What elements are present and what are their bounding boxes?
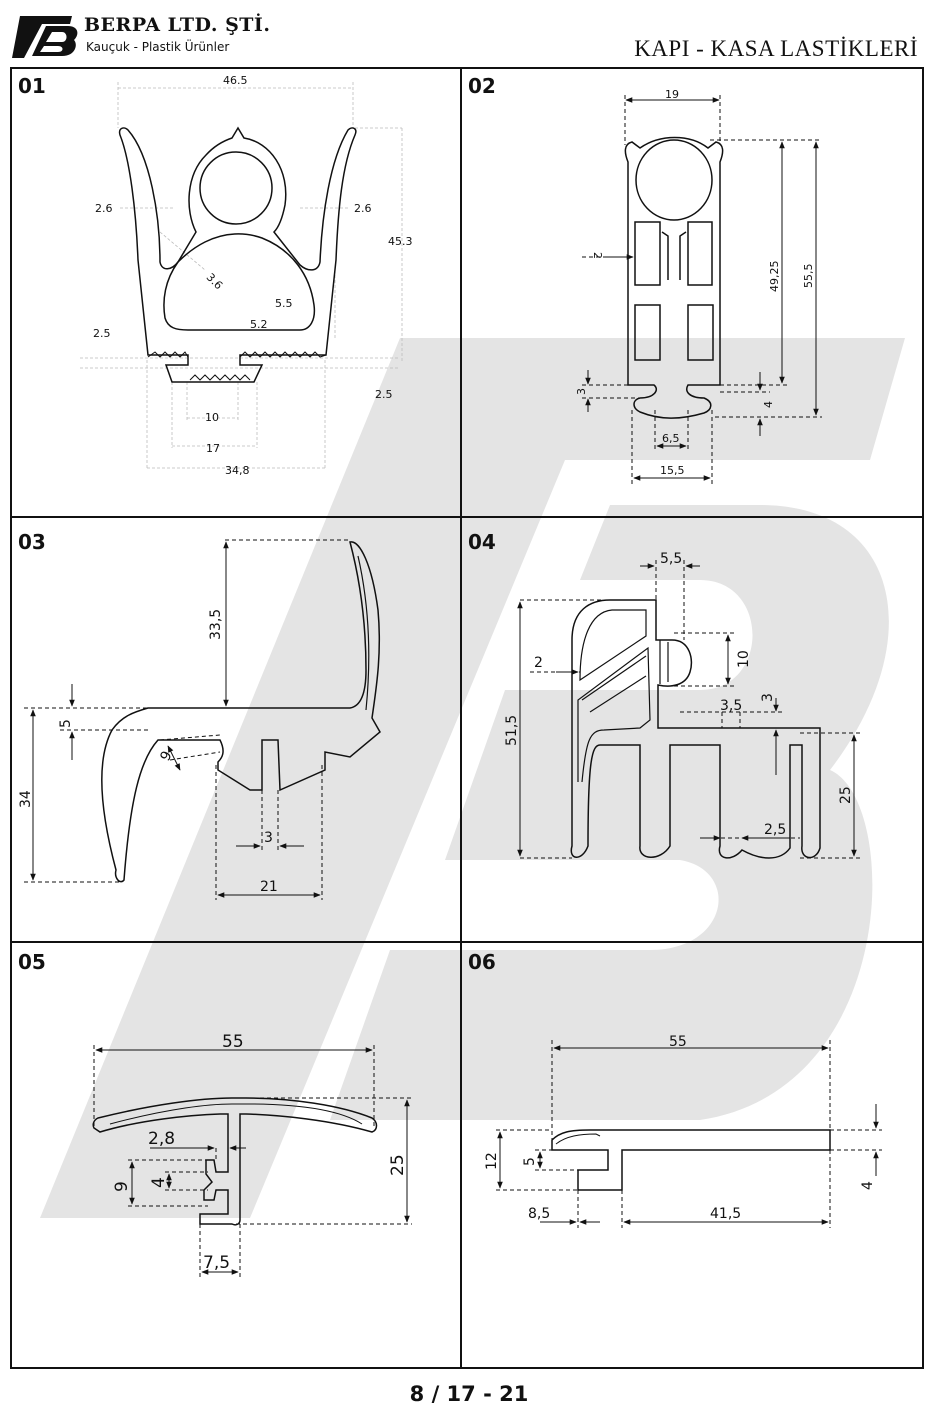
dimension-label: 34,8 xyxy=(225,464,250,477)
dimension-label: 10 xyxy=(736,650,752,668)
dimension-label: 33,5 xyxy=(208,609,224,640)
dimension-label: 3 xyxy=(264,830,273,846)
company-name: BERPA LTD. ŞTİ. xyxy=(84,14,271,36)
dimension-label: 2.6 xyxy=(95,202,113,215)
page-number: 8 / 17 - 21 xyxy=(409,1382,529,1406)
dimension-label: 7,5 xyxy=(203,1253,230,1273)
dimension-label: 5 xyxy=(58,719,74,728)
profile-01-drawing: 46.5 45.3 2.6 2.6 3.6 5.5 5.2 2.5 2.5 10… xyxy=(80,74,413,477)
dimension-label: 2,5 xyxy=(764,822,786,838)
dimension-label: 2.5 xyxy=(375,388,393,401)
panel-number: 02 xyxy=(468,74,496,98)
dimension-label: 25 xyxy=(388,1154,408,1176)
dimension-label: 2 xyxy=(534,655,543,671)
dimension-label: 49,25 xyxy=(768,261,781,293)
dimension-label: 9 xyxy=(157,748,175,763)
dimension-label: 4 xyxy=(860,1181,876,1190)
dimension-label: 3 xyxy=(760,693,776,702)
panel-number: 06 xyxy=(468,950,496,974)
dimension-label: 51,5 xyxy=(504,715,520,746)
dimension-label: 55 xyxy=(222,1032,244,1052)
dimension-label: 10 xyxy=(205,411,219,424)
profile-03-drawing: 33,5 5 34 9 3 21 xyxy=(18,539,381,900)
dimension-label: 41,5 xyxy=(710,1206,741,1222)
dimension-label: 3 xyxy=(575,388,588,395)
dimension-label: 5.5 xyxy=(275,297,293,310)
dimension-label: 5.2 xyxy=(250,318,268,331)
panel-number: 04 xyxy=(468,530,496,554)
panel-number: 03 xyxy=(18,530,46,554)
dimension-label: 2.6 xyxy=(354,202,372,215)
dimension-label: 45.3 xyxy=(388,235,413,248)
dimension-label: 4 xyxy=(762,401,775,408)
profile-02-drawing: 19 49,25 55,5 2 3 4 6,5 15,5 xyxy=(575,88,822,485)
dimension-label: 9 xyxy=(112,1181,132,1192)
dimension-label: 34 xyxy=(18,790,34,808)
profile-06-drawing: 55 12 5 4 8,5 41,5 xyxy=(484,1034,882,1228)
dimension-label: 55,5 xyxy=(802,264,815,289)
berpa-logo-icon xyxy=(12,16,78,58)
dimension-label: 19 xyxy=(665,88,679,101)
dimension-label: 3,5 xyxy=(720,698,742,714)
dimension-label: 5,5 xyxy=(660,551,682,567)
dimension-label: 17 xyxy=(206,442,220,455)
company-tagline: Kauçuk - Plastik Ürünler xyxy=(86,40,230,54)
dimension-label: 8,5 xyxy=(528,1206,550,1222)
panel-number: 05 xyxy=(18,950,46,974)
dimension-label: 2 xyxy=(591,252,604,259)
dimension-label: 2,8 xyxy=(148,1129,175,1149)
dimension-label: 2.5 xyxy=(93,327,111,340)
dimension-label: 21 xyxy=(260,879,278,895)
dimension-label: 6,5 xyxy=(662,432,680,445)
dimension-label: 3.6 xyxy=(204,271,226,293)
dimension-label: 55 xyxy=(669,1034,687,1050)
dimension-label: 4 xyxy=(149,1177,169,1188)
dimension-label: 46.5 xyxy=(223,74,248,87)
document-title: KAPI - KASA LASTİKLERİ xyxy=(634,36,918,61)
panel-grid xyxy=(10,67,924,1369)
profile-05-drawing: 55 2,8 9 4 25 7,5 xyxy=(92,1032,412,1278)
dimension-label: 5 xyxy=(522,1157,538,1166)
dimension-label: 25 xyxy=(838,786,854,804)
profile-04-drawing: 5,5 2 10 51,5 3,5 3 25 2,5 xyxy=(504,551,860,859)
panel-number: 01 xyxy=(18,74,46,98)
dimension-label: 15,5 xyxy=(660,464,685,477)
dimension-label: 12 xyxy=(484,1152,500,1170)
watermark-logo-icon xyxy=(40,338,905,1218)
